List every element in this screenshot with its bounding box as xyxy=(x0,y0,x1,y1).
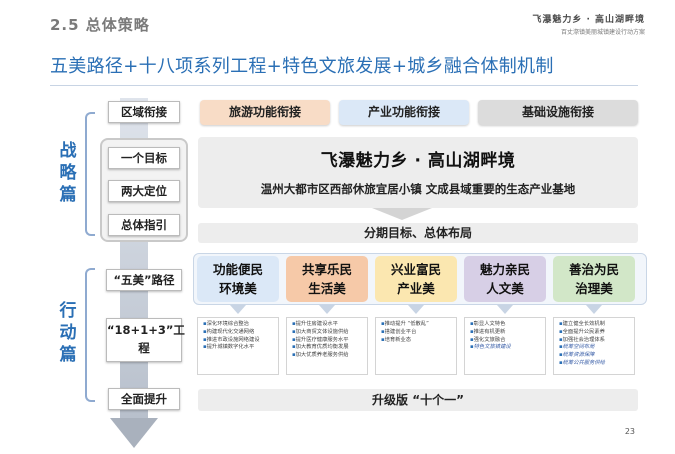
list-item: 提升医疗健康服务水平 xyxy=(292,337,367,345)
strategy-headline: 飞瀑魅力乡 · 高山湖畔境 xyxy=(320,151,516,171)
strategy-label: 战略篇 xyxy=(59,141,77,205)
industry-link-chip: 产业功能衔接 xyxy=(339,100,469,125)
page-title: 五美路径+十八项系列工程+特色文旅发展+城乡融合体制机制 xyxy=(50,56,554,77)
column-3-arrow xyxy=(408,305,424,314)
list-item: 推动提升 “低散乱” xyxy=(381,321,456,329)
list-item: 加大教育优质均衡发展 xyxy=(292,344,367,352)
goal-label: 一个目标 xyxy=(108,147,180,169)
column-2-arrow xyxy=(319,305,335,314)
list-item: 提升住房建设水平 xyxy=(292,321,367,329)
flow-arrow-head xyxy=(110,418,158,448)
page-number: 23 xyxy=(624,427,635,436)
column-3-list: 推动提升 “低散乱” 搭建创业平台 培育新业态 xyxy=(375,317,457,375)
strategy-panel xyxy=(198,137,638,208)
column-5-arrow xyxy=(586,305,602,314)
infra-link-chip: 基础设施衔接 xyxy=(478,100,638,125)
list-item: 深化环境综合整治 xyxy=(203,321,278,329)
list-item: 统筹资源保障 xyxy=(559,352,634,360)
upgrade-bar: 升级版 “十个一” xyxy=(198,389,638,411)
column-2-title: 共享乐民生活美 xyxy=(286,256,368,302)
list-item: 统筹空间布局 xyxy=(559,344,634,352)
list-item: 加大优质养老服务供给 xyxy=(292,352,367,360)
column-3-title: 兴业富民产业美 xyxy=(375,256,457,302)
list-item: 构建现代化交通网络 xyxy=(203,329,278,337)
list-item: 特色文旅镇建设 xyxy=(470,344,545,352)
list-item: 彰显人文特色 xyxy=(470,321,545,329)
action-brace xyxy=(85,268,95,402)
phased-goals-bar: 分期目标、总体布局 xyxy=(198,223,638,243)
list-item: 培育新业态 xyxy=(381,337,456,345)
list-item: 加强社会治理体系 xyxy=(559,337,634,345)
brand-slogan: 飞瀑魅力乡 · 高山湖畔境 xyxy=(532,15,645,25)
list-item: 搭建创业平台 xyxy=(381,329,456,337)
list-item: 全面提升公民素养 xyxy=(559,329,634,337)
column-5-list: 建立健全长效机制 全面提升公民素养 加强社会治理体系 统筹空间布局 统筹资源保障… xyxy=(553,317,635,375)
list-item: 提升城镇数字化水平 xyxy=(203,344,278,352)
strategy-positioning: 温州大都市区西部休旅宜居小镇 文成县域重要的生态产业基地 xyxy=(260,182,576,196)
upgrade-label: 全面提升 xyxy=(108,388,180,410)
title-divider xyxy=(50,85,638,86)
five-beauty-label: “五美”路径 xyxy=(106,269,182,291)
column-1-title: 功能便民环境美 xyxy=(197,256,279,302)
column-1-list: 深化环境综合整治 构建现代化交通网络 推进市政设施网络建设 提升城镇数字化水平 xyxy=(197,317,279,375)
strategy-brace xyxy=(85,112,95,236)
list-item: 统筹公共服务供给 xyxy=(559,360,634,368)
list-item: 建立健全长效机制 xyxy=(559,321,634,329)
column-1-arrow xyxy=(230,305,246,314)
action-label: 行动篇 xyxy=(59,301,77,365)
brand-subtitle: 百丈漈镇美丽城镇建设行动方案 xyxy=(560,29,645,36)
list-item: 推进有机更新 xyxy=(470,329,545,337)
region-link-label: 区域衔接 xyxy=(108,101,180,123)
column-4-arrow xyxy=(497,305,513,314)
list-item: 加大商贸文体设施供给 xyxy=(292,329,367,337)
strategy-down-arrow xyxy=(372,208,432,220)
list-item: 强化文旅融合 xyxy=(470,337,545,345)
column-5-title: 善治为民治理美 xyxy=(553,256,635,302)
guideline-label: 总体指引 xyxy=(108,214,180,236)
tourism-link-chip: 旅游功能衔接 xyxy=(200,100,330,125)
column-2-list: 提升住房建设水平 加大商贸文体设施供给 提升医疗健康服务水平 加大教育优质均衡发… xyxy=(286,317,368,375)
list-item: 推进市政设施网络建设 xyxy=(203,337,278,345)
section-title: 2.5 总体策略 xyxy=(50,16,150,34)
page-header: 2.5 总体策略 飞瀑魅力乡 · 高山湖畔境 百丈漈镇美丽城镇建设行动方案 xyxy=(0,0,675,40)
projects-label: “18+1+3”工程 xyxy=(106,318,185,362)
column-4-title: 魅力亲民人文美 xyxy=(464,256,546,302)
positioning-label: 两大定位 xyxy=(108,180,180,202)
column-4-list: 彰显人文特色 推进有机更新 强化文旅融合 特色文旅镇建设 xyxy=(464,317,546,375)
